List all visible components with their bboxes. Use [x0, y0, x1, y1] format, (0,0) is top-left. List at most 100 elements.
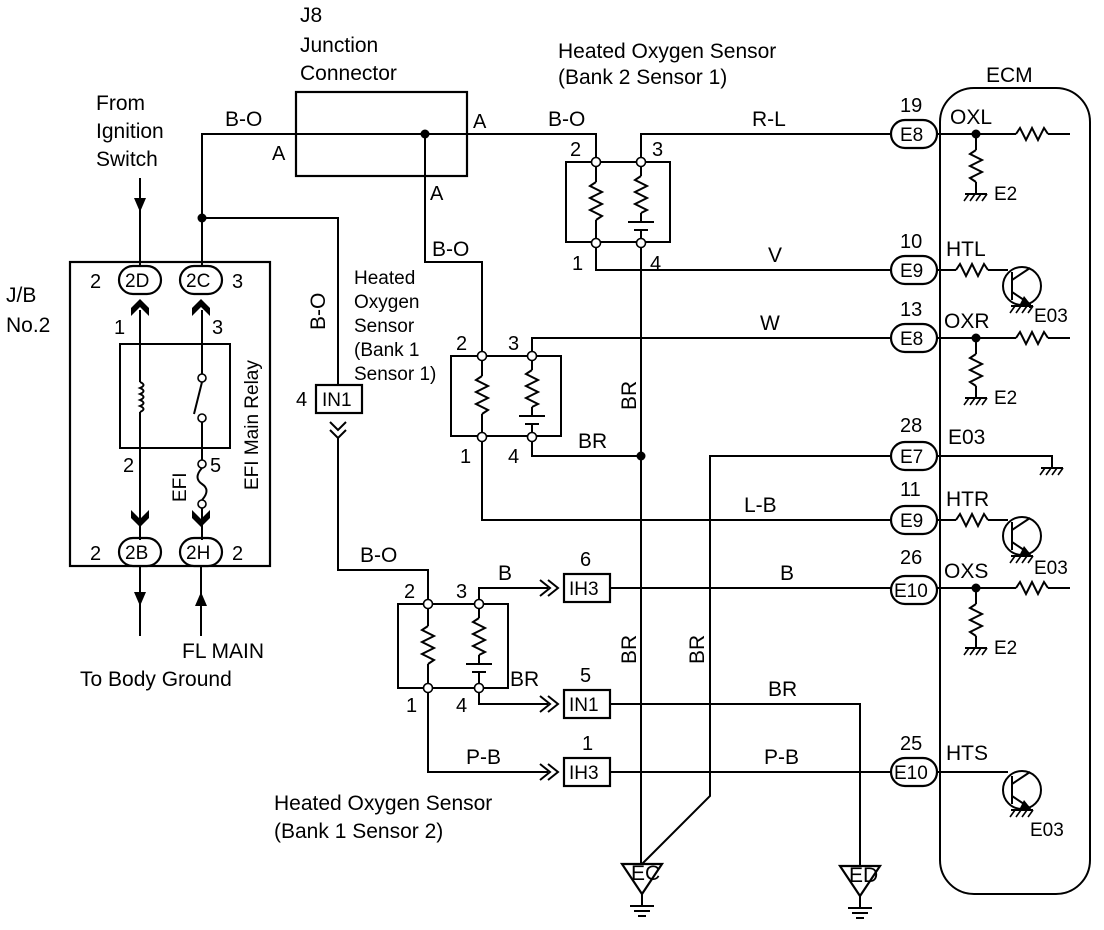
wire-label-b-o-vertical: B-O — [307, 293, 330, 330]
ecm-conn-e9-a: E9 — [900, 261, 923, 282]
wire-label-br-b1s2: BR — [510, 668, 539, 691]
ecm-e03-b: E03 — [1034, 558, 1068, 579]
wire-label-b-short: B — [498, 562, 512, 585]
wire-label-b-long: B — [780, 562, 794, 585]
wire-label-br-v2: BR — [618, 635, 641, 664]
j8-pin-a-right: A — [473, 111, 487, 133]
hos-b2s1-line2: (Bank 2 Sensor 1) — [558, 66, 727, 89]
efi-fuse-label: EFI — [170, 472, 191, 502]
ecm-signal-oxr: OXR — [944, 310, 990, 333]
s12-pin-2: 2 — [404, 581, 415, 603]
pin-2c: 3 — [232, 271, 243, 293]
ecm-conn-e8-a: E8 — [900, 125, 923, 146]
j8-junction-connector: J8 Junction Connector A A A — [272, 4, 487, 205]
j8-pin-a-left: A — [272, 143, 286, 165]
wire-label-v: V — [768, 244, 782, 267]
ecm-terminal-10: 10 E9 HTL E03 — [889, 231, 1068, 327]
ecm-pin-11: 11 — [900, 479, 921, 501]
ecm-terminal-26: 26 E10 OXS E2 — [889, 547, 1070, 659]
wire-label-b-o-right: B-O — [548, 108, 585, 131]
hos-b1s1-2: Oxygen — [354, 292, 419, 313]
jb-label-1: J/B — [6, 284, 36, 307]
ground-points: EC ED — [619, 862, 883, 919]
pin-2b: 2 — [90, 543, 101, 565]
wire-label-w: W — [760, 312, 780, 335]
hos-b1s1-1: Heated — [354, 268, 415, 289]
pin-in1-lower: 5 — [580, 665, 591, 687]
wire-label-b-o-lower: B-O — [360, 544, 397, 567]
ecm-conn-e10-b: E10 — [894, 763, 928, 784]
s12-pin-1: 1 — [406, 695, 417, 717]
relay-pin-3: 3 — [212, 317, 223, 339]
connector-in1-lower: IN1 — [569, 695, 599, 716]
ground-ed-label: ED — [849, 864, 878, 887]
j8-subtitle-2: Connector — [300, 62, 397, 85]
connector-2d: 2D — [125, 271, 149, 292]
ecm-e03-c: E03 — [1030, 820, 1064, 841]
hos-b1s1-5: Sensor 1) — [354, 364, 436, 385]
pin-ih3-upper: 6 — [580, 549, 591, 571]
s12-pin-4: 4 — [456, 695, 467, 717]
fl-main-label: FL MAIN — [182, 640, 264, 663]
ecm-signal-htl: HTL — [946, 238, 986, 261]
b-o-wiring: B-O B-O B-O B-O IN1 4 B-O — [197, 108, 597, 604]
wire-label-br-in1: BR — [768, 678, 797, 701]
j8-pin-a-bottom: A — [430, 183, 444, 205]
pin-2d: 2 — [90, 271, 101, 293]
ecm-conn-e9-b: E9 — [900, 511, 923, 532]
junction-block-2: J/B No.2 2D 2 2C 3 2B 2 2H 2 From Igniti… — [6, 92, 272, 691]
ecm-e2-b: E2 — [994, 388, 1017, 409]
sensor-bank2-sensor1: Heated Oxygen Sensor (Bank 2 Sensor 1) 2… — [558, 40, 891, 865]
j8-subtitle-1: Junction — [300, 34, 378, 57]
from-ignition-3: Switch — [96, 148, 158, 171]
ecm-signal-oxl: OXL — [950, 106, 992, 129]
ecm-pin-25: 25 — [900, 733, 922, 755]
wire-label-b-o-left: B-O — [225, 108, 262, 131]
ecm-signal-oxs: OXS — [944, 560, 988, 583]
ecm-terminal-28: 28 E7 E03 — [889, 415, 1064, 476]
wire-label-b-o-mid: B-O — [432, 238, 469, 261]
connector-2c: 2C — [186, 271, 210, 292]
connector-ih3-lower: IH3 — [569, 763, 599, 784]
to-body-ground-label: To Body Ground — [80, 668, 232, 691]
s12-pin-3: 3 — [456, 581, 467, 603]
ecm-conn-e10-a: E10 — [894, 581, 928, 602]
ecm-signal-e03: E03 — [948, 426, 985, 449]
wire-label-r-l: R-L — [752, 108, 786, 131]
connector-2b: 2B — [125, 543, 148, 564]
from-ignition-1: From — [96, 92, 145, 115]
ecm-terminal-11: 11 E9 HTR E03 — [889, 479, 1068, 579]
wire-label-p-b-right: P-B — [764, 746, 799, 769]
sensor-bank1-sensor2: Heated Oxygen Sensor (Bank 1 Sensor 2) 2… — [274, 455, 891, 868]
ecm-terminal-25: 25 E10 HTS E03 — [889, 733, 1064, 841]
s21-pin-3: 3 — [652, 139, 663, 161]
wire-label-p-b-left: P-B — [466, 746, 501, 769]
j8-title: J8 — [300, 4, 322, 27]
ecm-e03-a: E03 — [1034, 306, 1068, 327]
ecm-pin-26: 26 — [900, 547, 922, 569]
sensor-bank1-sensor1: Heated Oxygen Sensor (Bank 1 Sensor 1) 2… — [354, 268, 891, 521]
relay-pin-5: 5 — [210, 455, 221, 477]
jb-label-2: No.2 — [6, 314, 50, 337]
s11-pin-4: 4 — [508, 446, 519, 468]
wire-label-l-b: L-B — [744, 494, 777, 517]
ecm-conn-e7: E7 — [900, 447, 923, 468]
pin-ih3-lower: 1 — [582, 733, 593, 755]
hos-b2s1-line1: Heated Oxygen Sensor — [558, 40, 776, 63]
pin-in1-upper: 4 — [296, 389, 307, 411]
relay-pin-2: 2 — [123, 455, 134, 477]
connector-ih3-upper: IH3 — [569, 579, 599, 600]
ecm-e2-a: E2 — [994, 184, 1017, 205]
wire-label-br-b1s1: BR — [578, 430, 607, 453]
hos-b1s1-3: Sensor — [354, 316, 415, 337]
ecm-pin-28: 28 — [900, 415, 922, 437]
ecm-signal-hts: HTS — [946, 742, 988, 765]
s11-pin-3: 3 — [508, 333, 519, 355]
ecm-label: ECM — [986, 64, 1033, 87]
ecm-conn-e8-b: E8 — [900, 329, 923, 350]
ecm-terminal-19: 19 E8 OXL E2 — [889, 95, 1070, 205]
ground-ec-label: EC — [631, 862, 660, 885]
connector-in1-upper: IN1 — [322, 390, 352, 411]
ecm-e2-c: E2 — [994, 638, 1017, 659]
